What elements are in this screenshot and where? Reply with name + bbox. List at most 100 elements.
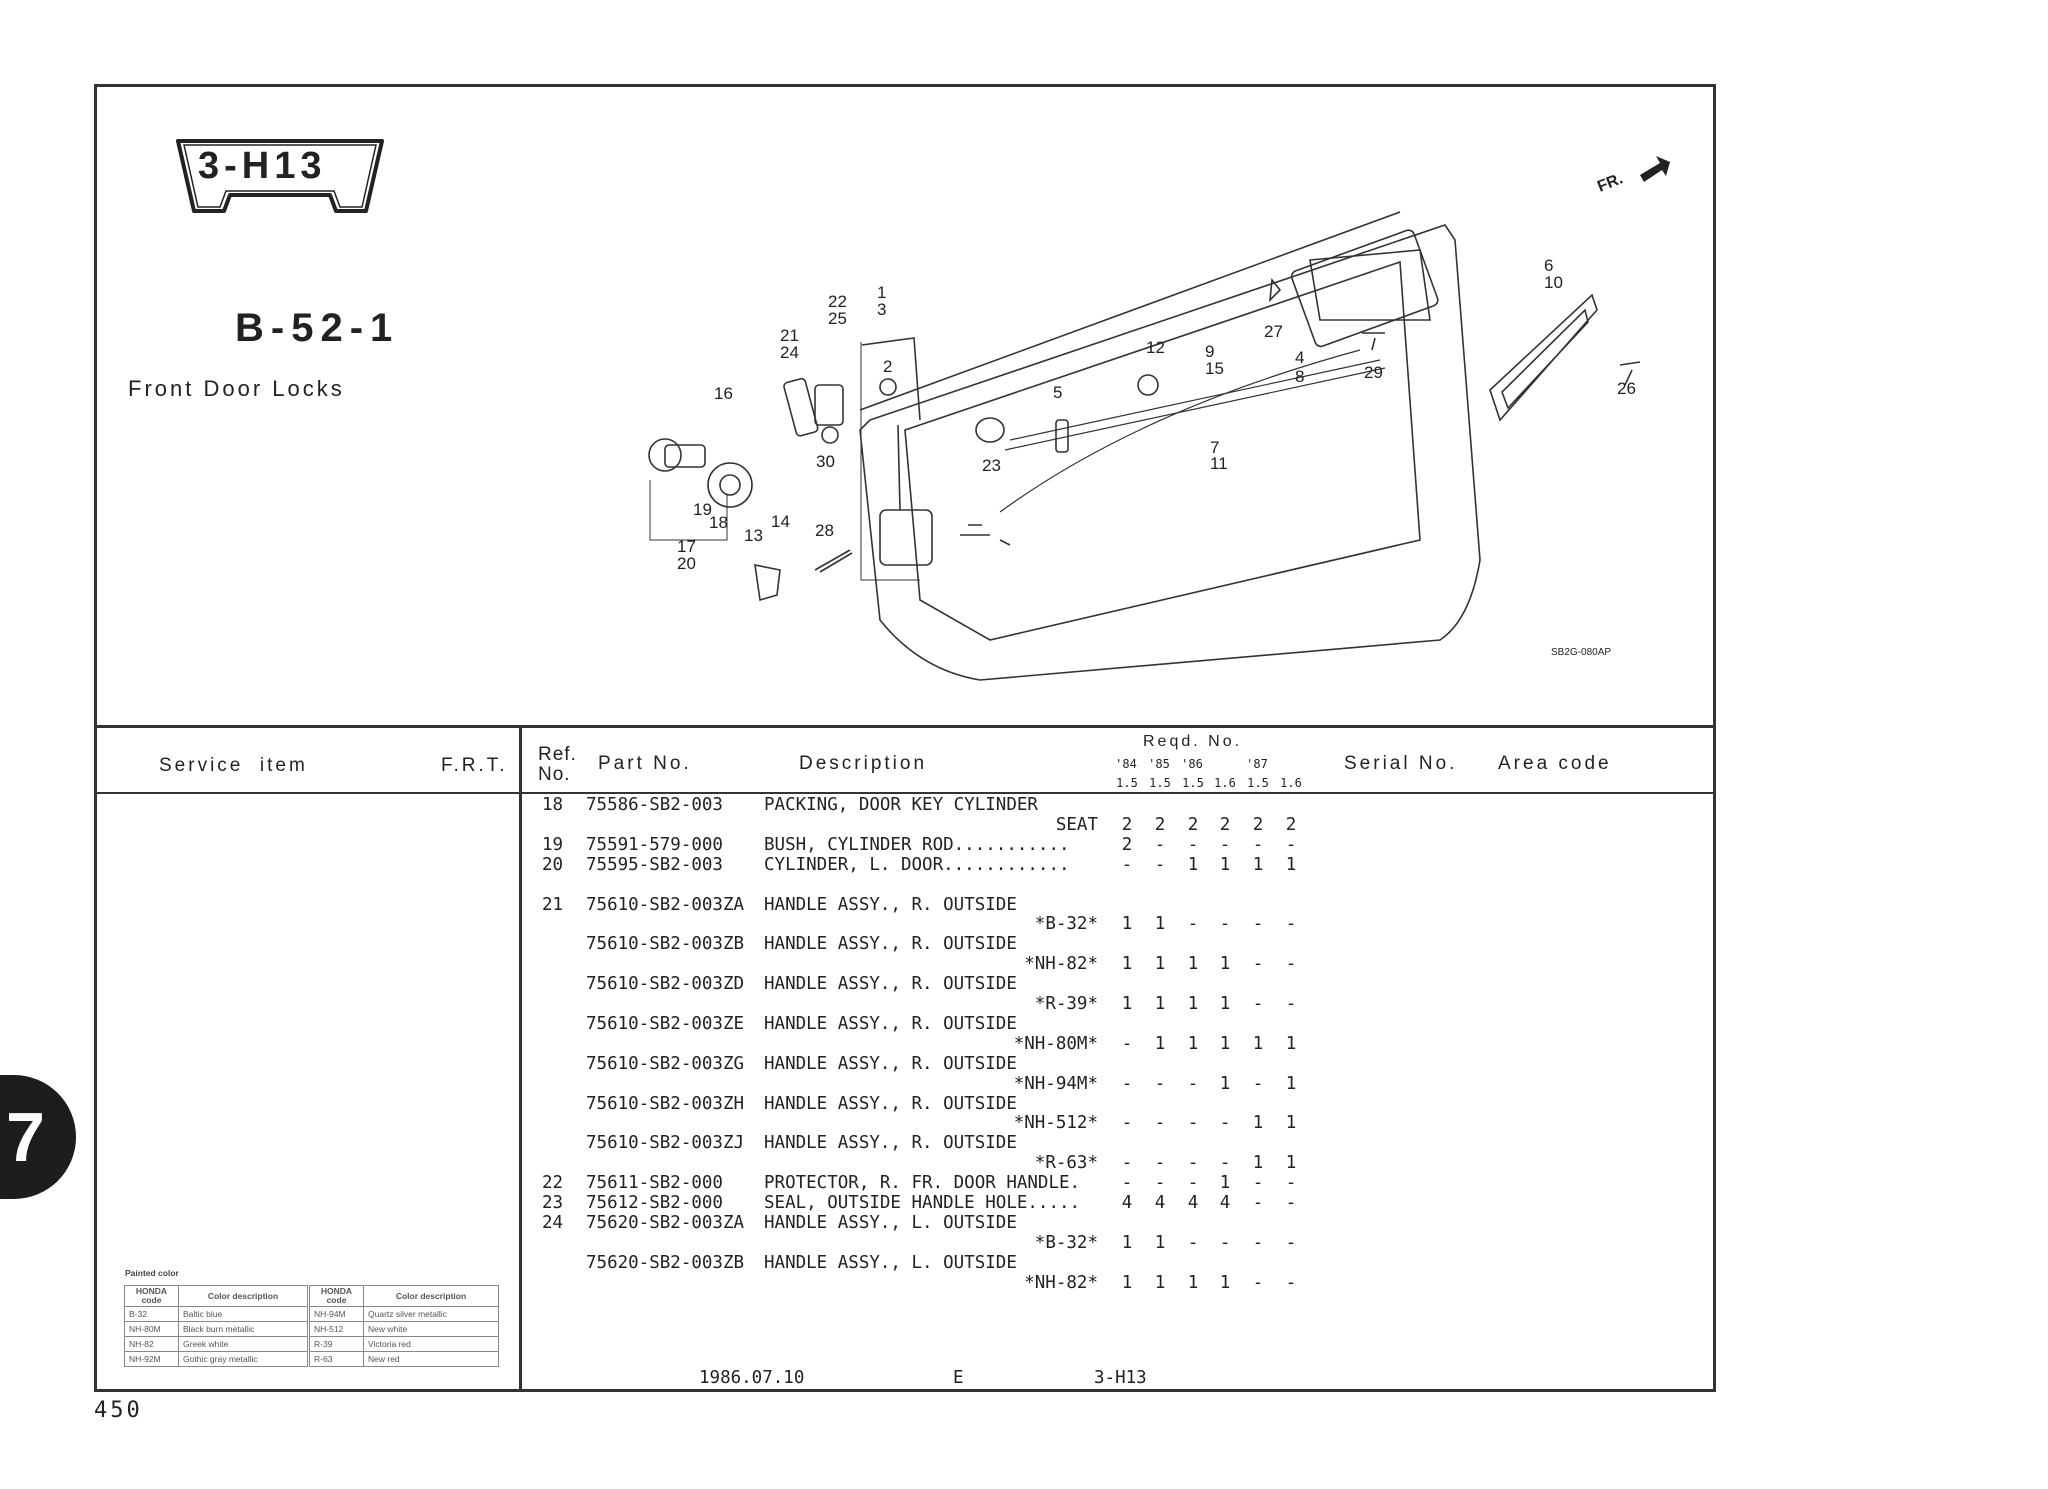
ref-no: 21 (542, 894, 564, 915)
qty: 1 (1154, 1033, 1166, 1054)
spec: *NH-82* (1024, 1272, 1098, 1293)
footer-date: 1986.07.10 (699, 1368, 805, 1388)
header-year: '85 (1148, 757, 1170, 771)
column-divider (519, 727, 522, 1392)
color-description: Black burn metallic (178, 1321, 309, 1337)
qty: - (1252, 1232, 1264, 1253)
ref-no: 24 (542, 1212, 564, 1233)
part-no: 75586-SB2-003 (586, 795, 723, 815)
description: HANDLE ASSY., R. OUTSIDE (764, 1053, 1017, 1074)
qty: - (1219, 1232, 1231, 1253)
footer-edition: E (953, 1368, 964, 1388)
spec: *NH-512* (1013, 1113, 1098, 1134)
header-engine: 1.6 (1214, 776, 1236, 790)
spec: *NH-94M* (1013, 1073, 1098, 1094)
qty: 1 (1219, 1033, 1231, 1054)
callout: 13 (744, 526, 763, 545)
callout: 22 (828, 292, 847, 311)
qty: 1 (1252, 1033, 1264, 1054)
callout: 6 (1544, 256, 1553, 275)
qty: - (1187, 914, 1199, 935)
qty: - (1121, 1033, 1133, 1054)
callout: 15 (1205, 359, 1224, 378)
qty: 1 (1285, 1113, 1297, 1134)
part-no: 75610-SB2-003ZB (586, 934, 745, 955)
qty: - (1252, 914, 1264, 935)
qty: 4 (1219, 1193, 1231, 1213)
spec: *NH-80M* (1013, 1033, 1098, 1054)
description: HANDLE ASSY., R. OUTSIDE (764, 1093, 1017, 1114)
part-no: 75610-SB2-003ZH (586, 1093, 745, 1114)
callout: 7 (1210, 438, 1219, 457)
callout: 25 (828, 309, 847, 328)
callout: 21 (780, 326, 799, 345)
page-frame (94, 84, 1716, 1392)
callout: 18 (709, 513, 728, 532)
callout: 19 (693, 500, 712, 519)
description: PROTECTOR, R. FR. DOOR HANDLE. (764, 1173, 1081, 1194)
spec: *R-39* (1034, 994, 1098, 1014)
qty: 1 (1219, 994, 1231, 1014)
ref-no: 22 (542, 1173, 564, 1194)
qty: - (1154, 854, 1166, 875)
spec: SEAT (1055, 814, 1098, 835)
col-color-description: Color description (178, 1285, 309, 1307)
spec: *R-63* (1034, 1153, 1098, 1174)
qty: - (1252, 1173, 1264, 1194)
header-serial-no: Serial No. (1344, 753, 1458, 774)
qty: 1 (1252, 1153, 1264, 1174)
header-engine: 1.5 (1149, 776, 1171, 790)
qty: - (1187, 1153, 1199, 1174)
qty: 2 (1252, 814, 1264, 835)
qty: - (1219, 1113, 1231, 1134)
description: HANDLE ASSY., L. OUTSIDE (764, 1212, 1017, 1233)
header-engine: 1.5 (1182, 776, 1204, 790)
col-honda-code: HONDA code (124, 1285, 179, 1307)
table-row: *NH-94M*---1-1 (0, 1074, 2048, 1094)
col-color-description: Color description (363, 1285, 499, 1307)
callout: 5 (1053, 383, 1062, 402)
qty: 1 (1121, 914, 1133, 935)
qty: 1 (1252, 854, 1264, 875)
qty: - (1187, 1113, 1199, 1134)
qty: - (1219, 914, 1231, 935)
spec: *B-32* (1034, 914, 1098, 935)
qty: - (1285, 1232, 1297, 1253)
qty: - (1154, 1173, 1166, 1194)
qty: - (1154, 834, 1166, 855)
color-description: Greek white (178, 1336, 309, 1352)
color-description: Gothic gray metallic (178, 1351, 309, 1367)
qty: 2 (1285, 814, 1297, 835)
qty: - (1187, 1232, 1199, 1253)
honda-code: R-63 (307, 1351, 364, 1367)
header-engine: 1.5 (1116, 776, 1138, 790)
qty: - (1252, 1272, 1264, 1293)
qty: - (1285, 1193, 1297, 1213)
qty: 1 (1219, 1272, 1231, 1293)
qty: 1 (1154, 1232, 1166, 1253)
part-no: 75610-SB2-003ZE (586, 1013, 745, 1034)
qty: - (1252, 1193, 1264, 1213)
qty: - (1121, 1073, 1133, 1094)
illustration-code: SB2G-080AP (1551, 647, 1611, 658)
description: PACKING, DOOR KEY CYLINDER (764, 795, 1038, 815)
col-honda-code: HONDA code (307, 1285, 364, 1307)
callout: 10 (1544, 273, 1563, 292)
qty: 1 (1285, 1073, 1297, 1094)
ref-no: 23 (542, 1193, 564, 1213)
callout: 24 (780, 343, 799, 362)
qty: - (1154, 1113, 1166, 1134)
part-no: 75610-SB2-003ZA (586, 894, 745, 915)
